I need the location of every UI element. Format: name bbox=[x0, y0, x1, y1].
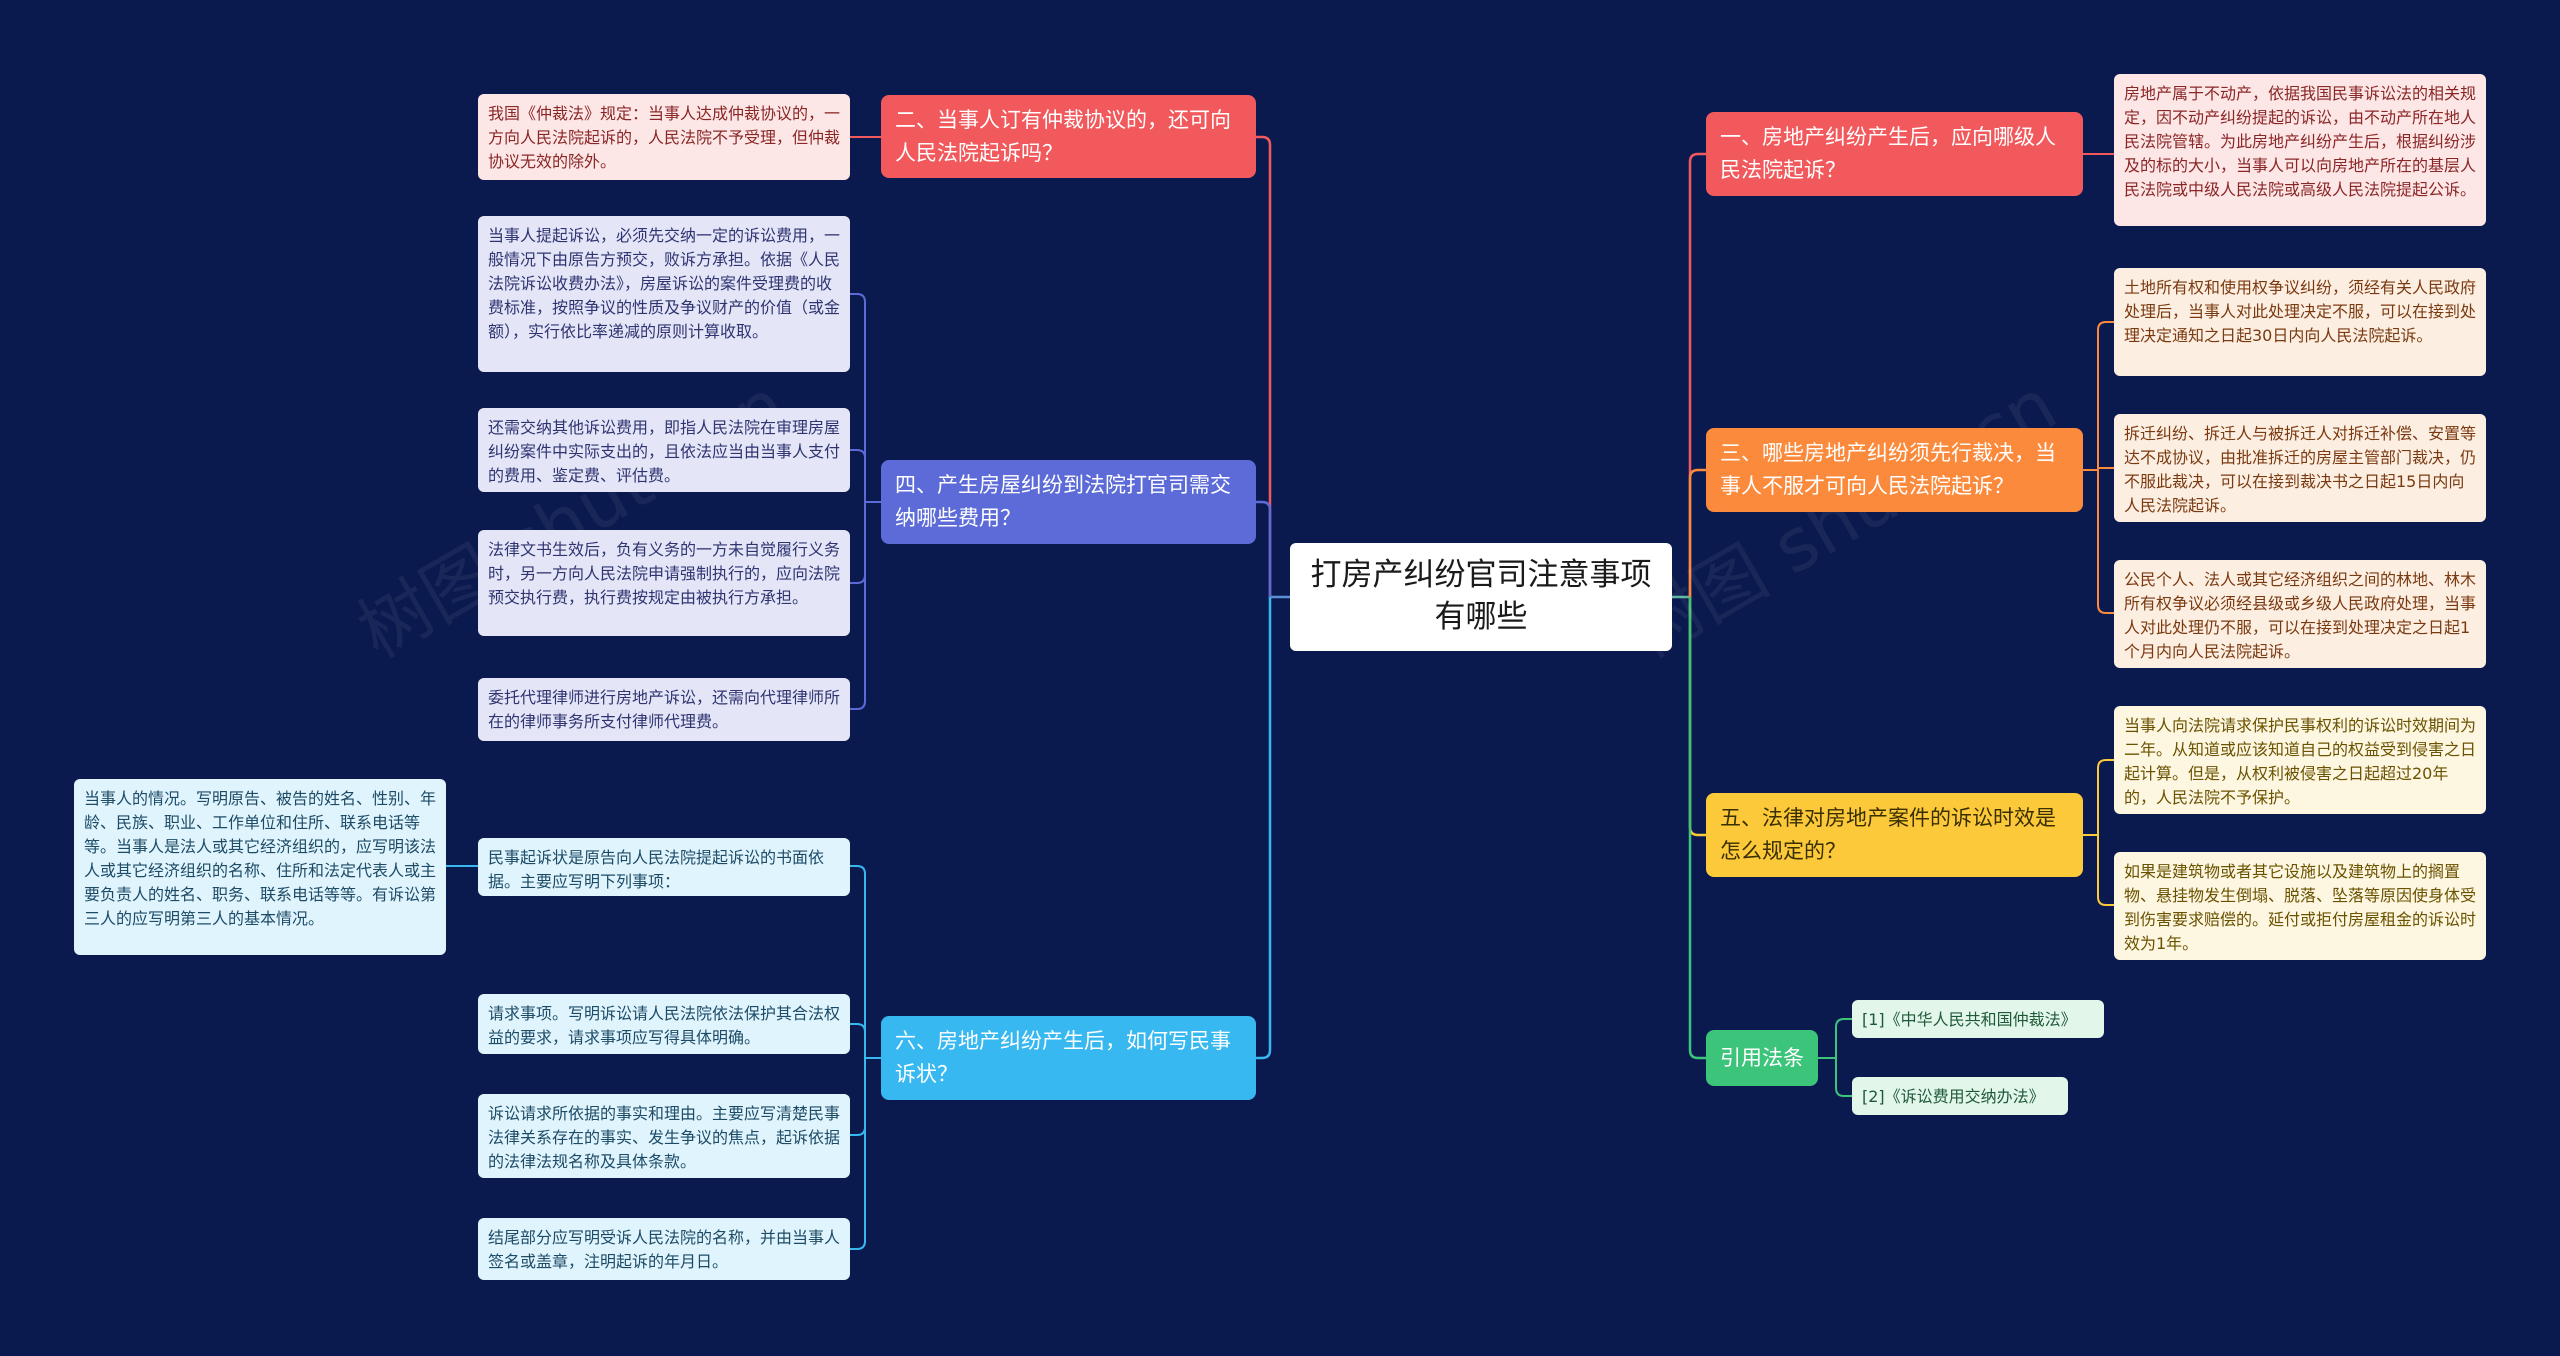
leaf-land-ownership-dispute[interactable]: 土地所有权和使用权争议纠纷，须经有关人民政府处理后，当事人对此处理决定不服，可以… bbox=[2114, 268, 2486, 376]
branch-court-jurisdiction[interactable]: 一、房地产纠纷产生后，应向哪级人民法院起诉？ bbox=[1706, 112, 2083, 196]
watermark: 树图 shutu.cn bbox=[1614, 362, 2070, 674]
leaf-other-fees[interactable]: 还需交纳其他诉讼费用，即指人民法院在审理房屋纠纷案件中实际支出的，且依法应当由当… bbox=[478, 408, 850, 492]
branch-prior-ruling[interactable]: 三、哪些房地产纠纷须先行裁决，当事人不服才可向人民法院起诉？ bbox=[1706, 428, 2083, 512]
central-topic[interactable]: 打房产纠纷官司注意事项有哪些 bbox=[1290, 543, 1672, 651]
b5-links bbox=[2083, 759, 2114, 906]
leaf-closing[interactable]: 结尾部分应写明受诉人民法院的名称，并由当事人签名或盖章，注明起诉的年月日。 bbox=[478, 1218, 850, 1280]
leaf-two-year-limitation[interactable]: 当事人向法院请求保护民事权利的诉讼时效期间为二年。从知道或应该知道自己的权益受到… bbox=[2114, 706, 2486, 814]
leaf-fee-measures-citation[interactable]: [2]《诉讼费用交纳办法》 bbox=[1852, 1077, 2068, 1115]
leaf-enforcement-fee[interactable]: 法律文书生效后，负有义务的一方未自觉履行义务时，另一方向人民法院申请强制执行的，… bbox=[478, 530, 850, 636]
branch-arbitration-agreement[interactable]: 二、当事人订有仲裁协议的，还可向人民法院起诉吗？ bbox=[881, 95, 1256, 178]
branch-litigation-fees[interactable]: 四、产生房屋纠纷到法院打官司需交纳哪些费用？ bbox=[881, 460, 1256, 544]
leaf-one-year-limitation[interactable]: 如果是建筑物或者其它设施以及建筑物上的搁置物、悬挂物发生倒塌、脱落、坠落等原因使… bbox=[2114, 852, 2486, 960]
b4-links bbox=[850, 293, 881, 710]
leaf-immovable-property[interactable]: 房地产属于不动产，依据我国民事诉讼法的相关规定，因不动产纠纷提起的诉讼，由不动产… bbox=[2114, 74, 2486, 226]
b6-links bbox=[446, 865, 881, 1250]
branch-limitation-period[interactable]: 五、法律对房地产案件的诉讼时效是怎么规定的？ bbox=[1706, 793, 2083, 877]
right-trunk bbox=[1672, 152, 1706, 1060]
leaf-complaint-definition[interactable]: 民事起诉状是原告向人民法院提起诉讼的书面依据。主要应写明下列事项： bbox=[478, 838, 850, 896]
leaf-arbitration-law[interactable]: 我国《仲裁法》规定：当事人达成仲裁协议的，一方向人民法院起诉的，人民法院不予受理… bbox=[478, 94, 850, 180]
leaf-lawyer-fee[interactable]: 委托代理律师进行房地产诉讼，还需向代理律师所在的律师事务所支付律师代理费。 bbox=[478, 678, 850, 741]
leaf-party-information[interactable]: 当事人的情况。写明原告、被告的姓名、性别、年龄、民族、职业、工作单位和住所、联系… bbox=[74, 779, 446, 955]
leaf-facts-and-reasons[interactable]: 诉讼请求所依据的事实和理由。主要应写清楚民事法律关系存在的事实、发生争议的焦点，… bbox=[478, 1094, 850, 1178]
left-trunk bbox=[1256, 135, 1290, 1060]
b3-links bbox=[2083, 321, 2114, 614]
leaf-claims[interactable]: 请求事项。写明诉讼请人民法院依法保护其合法权益的要求，请求事项应写得具体明确。 bbox=[478, 994, 850, 1054]
b7-links bbox=[1818, 1018, 1852, 1097]
leaf-demolition-dispute[interactable]: 拆迁纠纷、拆迁人与被拆迁人对拆迁补偿、安置等达不成协议，由批准拆迁的房屋主管部门… bbox=[2114, 414, 2486, 522]
leaf-case-acceptance-fee[interactable]: 当事人提起诉讼，必须先交纳一定的诉讼费用，一般情况下由原告方预交，败诉方承担。依… bbox=[478, 216, 850, 372]
branch-cited-laws[interactable]: 引用法条 bbox=[1706, 1030, 1818, 1086]
leaf-forest-ownership-dispute[interactable]: 公民个人、法人或其它经济组织之间的林地、林木所有权争议必须经县级或乡级人民政府处… bbox=[2114, 560, 2486, 668]
leaf-arbitration-law-citation[interactable]: [1]《中华人民共和国仲裁法》 bbox=[1852, 1000, 2104, 1038]
branch-civil-complaint[interactable]: 六、房地产纠纷产生后，如何写民事诉状？ bbox=[881, 1016, 1256, 1100]
